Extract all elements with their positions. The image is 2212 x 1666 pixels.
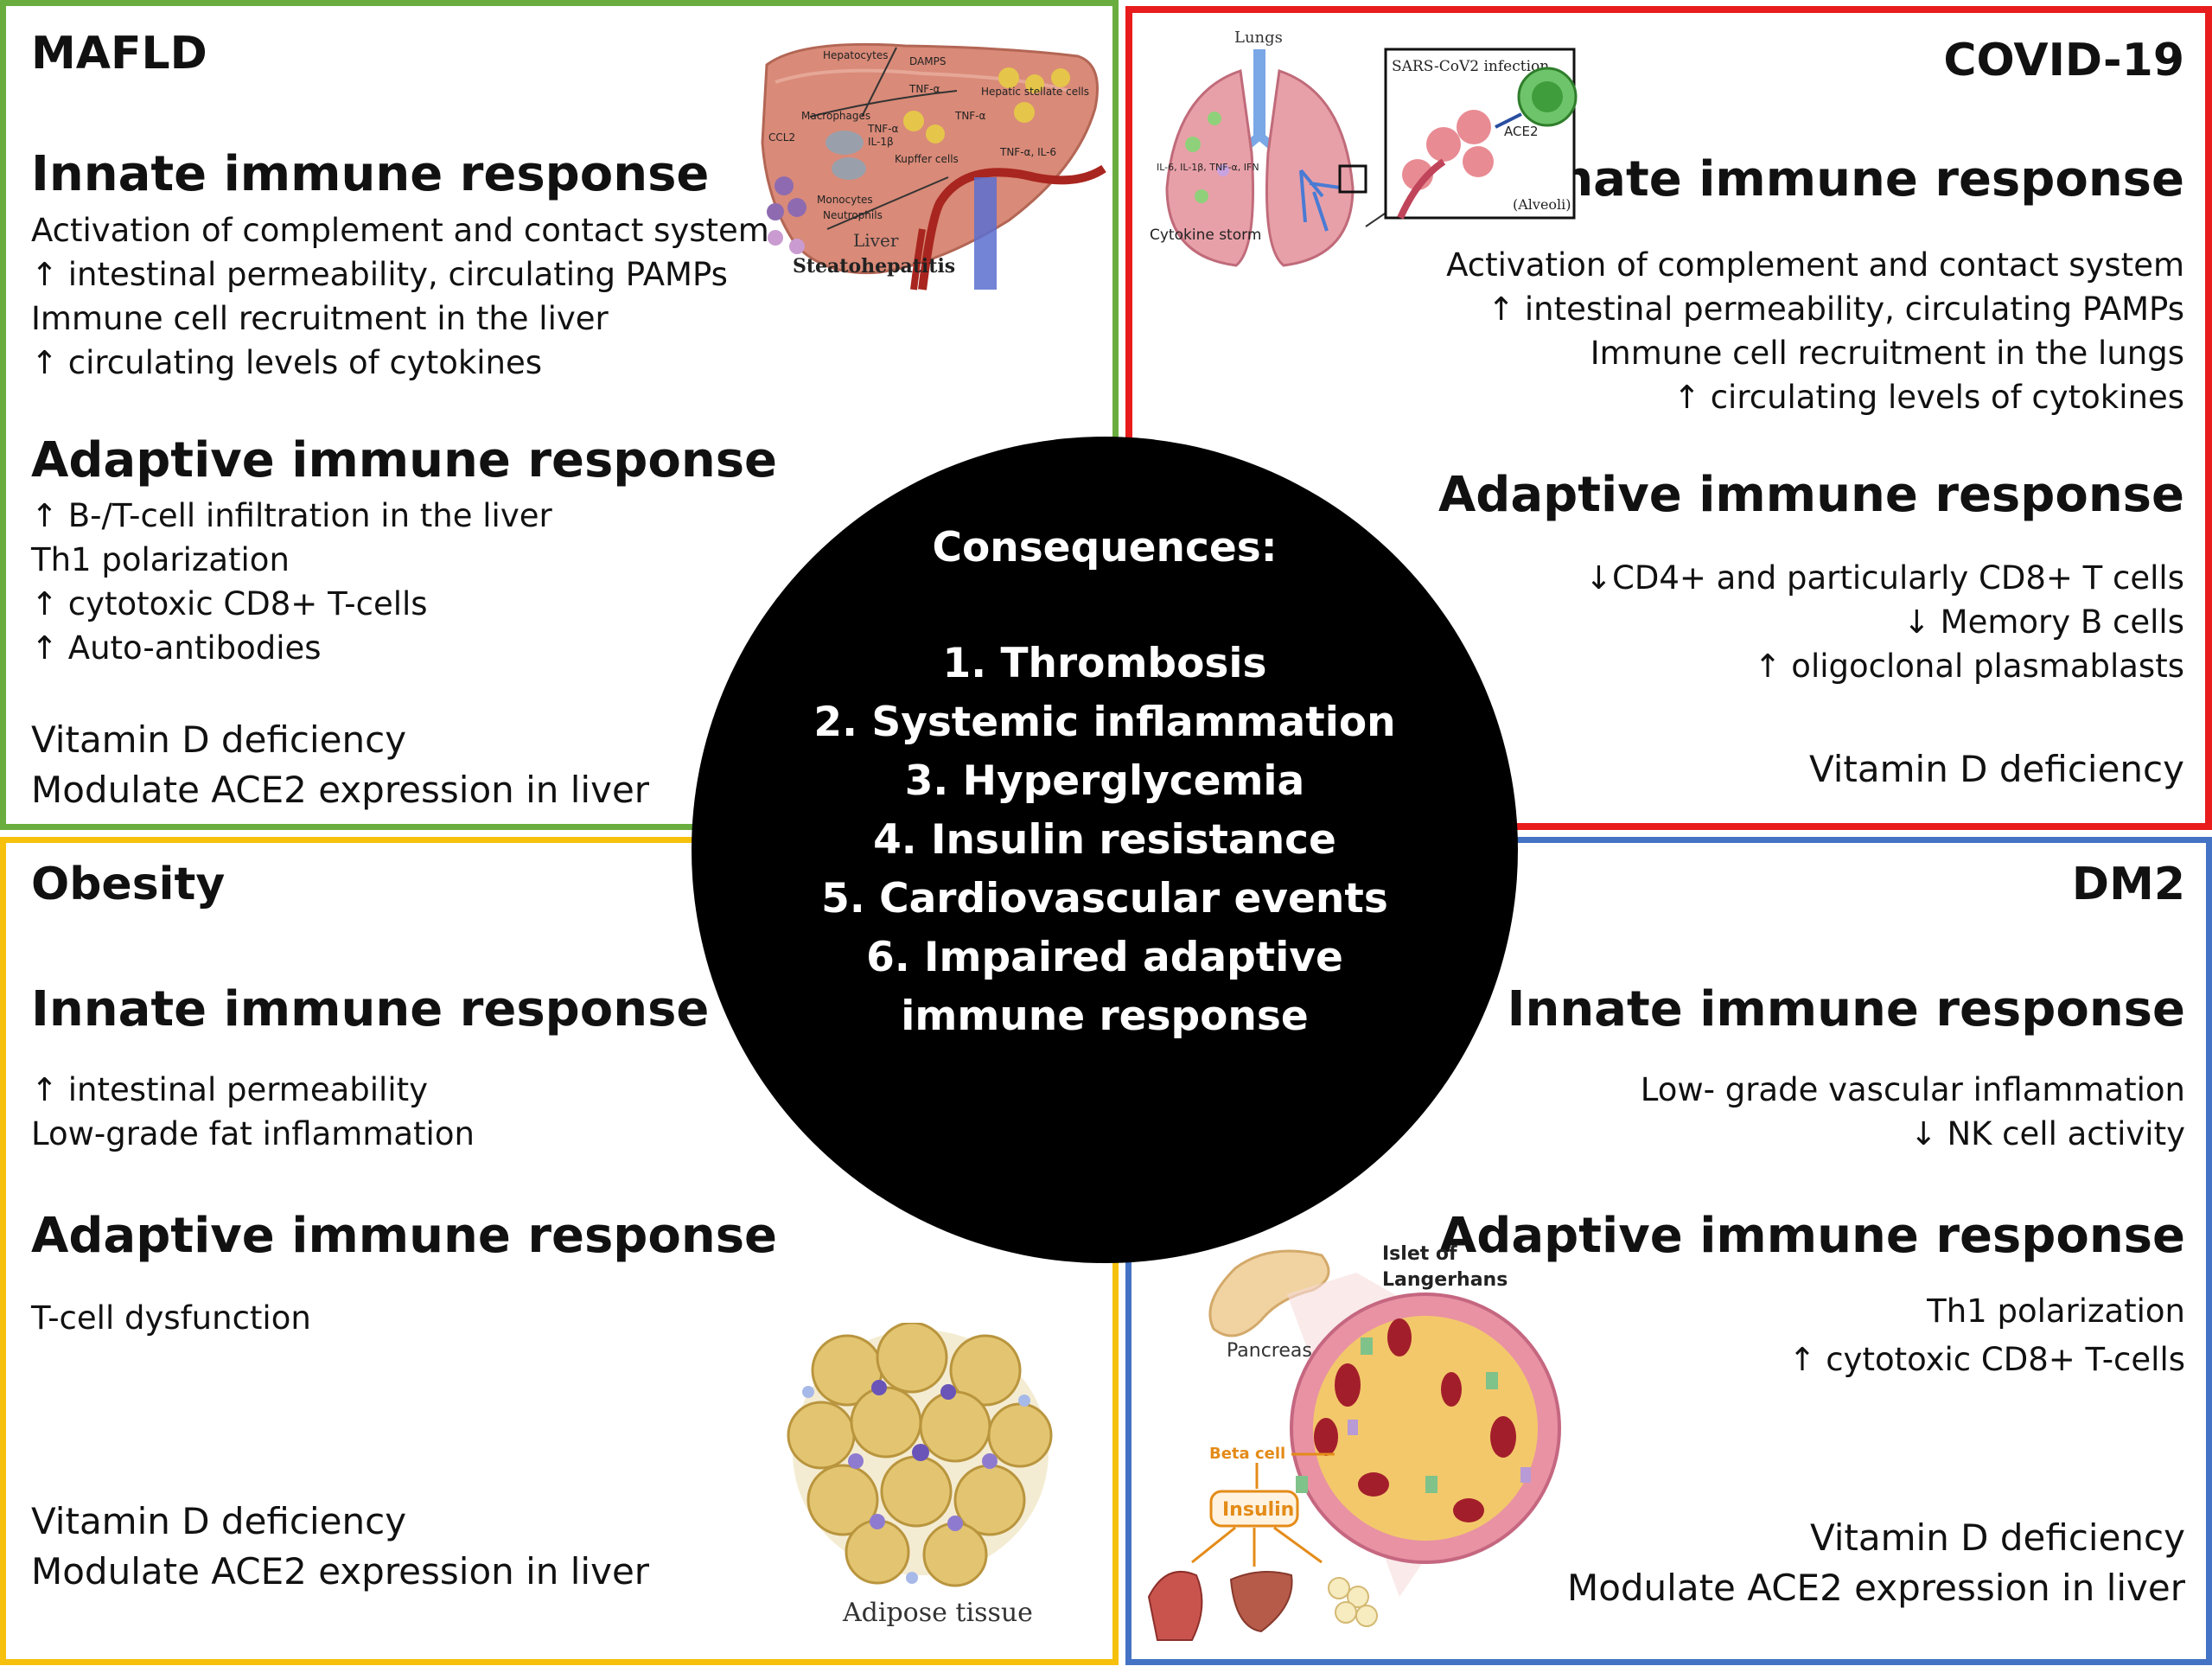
list-item: ↑ intestinal permeability, circulating P… <box>1488 290 2184 328</box>
list-item: 3. Hyperglycemia <box>904 757 1305 805</box>
list-item: 5. Cardiovascular events <box>821 875 1388 922</box>
obesity-title: Obesity <box>31 859 226 910</box>
lungs-label: Lungs <box>1234 29 1283 47</box>
list-item: Low-grade fat inflammation <box>31 1115 475 1152</box>
list-item: Vitamin D deficiency <box>31 1500 407 1542</box>
list-item: Vitamin D deficiency <box>1809 1516 2185 1559</box>
dm2-innate-heading: Innate immune response <box>1507 981 2185 1037</box>
list-item: 2. Systemic inflammation <box>813 699 1396 746</box>
consequences-text: Consequences: 1. Thrombosis 2. Systemic … <box>692 519 1518 1046</box>
islet-label-line: Islet of <box>1382 1243 1457 1265</box>
covid-innate-heading: Innate immune response <box>1506 151 2184 207</box>
covid-innate-list: Activation of complement and contact sys… <box>1446 243 2184 419</box>
covid-adaptive-heading: Adaptive immune response <box>1437 467 2184 523</box>
covid-adaptive-list: ↓CD4+ and particularly CD8+ T cells ↓ Me… <box>1585 556 2184 688</box>
list-item: Activation of complement and contact sys… <box>1446 246 2184 284</box>
mafld-panel: MAFLD Innate immune response Activation … <box>0 0 1119 830</box>
covid-extra-list: Vitamin D deficiency <box>1809 744 2184 795</box>
list-item: ↑ intestinal permeability <box>31 1071 429 1108</box>
list-item: ↑ intestinal permeability, circulating P… <box>31 256 728 293</box>
mafld-extra-list: Vitamin D deficiency Modulate ACE2 expre… <box>31 715 649 815</box>
covid-panel: COVID-19 Innate immune response Activati… <box>1125 6 2212 830</box>
monocytes-label: Monocytes <box>817 194 873 206</box>
tnf-label: TNF-α <box>908 83 940 95</box>
list-item: Vitamin D deficiency <box>31 718 407 761</box>
liver-illustration: Hepatocytes DAMPS TNF-α Hepatic stellate… <box>761 42 1106 290</box>
ace2-label: ACE2 <box>1504 124 1539 139</box>
list-item: ↑ cytotoxic CD8+ T-cells <box>31 585 428 622</box>
list-item: Th1 polarization <box>1927 1293 2185 1330</box>
dm2-panel: DM2 Innate immune response Low- grade va… <box>1125 837 2212 1665</box>
stellate-label: Hepatic stellate cells <box>981 86 1089 98</box>
pancreas-label: Pancreas <box>1227 1340 1312 1362</box>
dm2-adaptive-heading: Adaptive immune response <box>1438 1208 2185 1264</box>
list-item: Modulate ACE2 expression in liver <box>31 1550 650 1593</box>
mafld-adaptive-heading: Adaptive immune response <box>31 432 778 488</box>
adipose-illustration: Adipose tissue <box>787 1323 1053 1628</box>
obesity-innate-list: ↑ intestinal permeability Low-grade fat … <box>31 1068 475 1156</box>
tnf-il6-label: TNF-α, IL-6 <box>999 146 1056 158</box>
obesity-extra-list: Vitamin D deficiency Modulate ACE2 expre… <box>31 1497 649 1597</box>
mafld-adaptive-list: ↑ B-/T-cell infiltration in the liver Th… <box>31 494 552 670</box>
storm-label: Cytokine storm <box>1150 227 1261 244</box>
spacer <box>692 578 1518 635</box>
list-item: 1. Thrombosis <box>942 640 1267 687</box>
cytokines-label: IL-6, IL-1β, TNF-α, IFN <box>1157 162 1259 173</box>
covid-title: COVID-19 <box>1943 35 2184 86</box>
list-item: immune response <box>901 993 1309 1040</box>
list-item: 4. Insulin resistance <box>873 816 1336 864</box>
list-item: Immune cell recruitment in the liver <box>31 300 609 337</box>
tnf-label: TNF-α <box>867 123 899 135</box>
liver-label: Liver <box>853 230 899 251</box>
islet-label: Islet of Langerhans <box>1382 1243 1508 1291</box>
ccl2-label: CCL2 <box>768 131 795 144</box>
infection-label: SARS-CoV2 infection <box>1392 58 1549 75</box>
list-item: Th1 polarization <box>31 541 290 578</box>
kupffer-label: Kupffer cells <box>895 153 959 165</box>
list-item: ↑ oligoclonal plasmablasts <box>1754 648 2184 685</box>
dm2-title: DM2 <box>2071 859 2185 910</box>
il1b-label: IL-1β <box>868 136 894 148</box>
insulin-label: Insulin <box>1222 1499 1294 1521</box>
beta-cell-label: Beta cell <box>1209 1445 1285 1463</box>
hepatocytes-label: Hepatocytes <box>823 49 888 61</box>
neutrophils-label: Neutrophils <box>823 209 883 221</box>
list-item: ↑ cytotoxic CD8+ T-cells <box>1788 1341 2185 1378</box>
dm2-innate-list: Low- grade vascular inflammation ↓ NK ce… <box>1641 1068 2185 1156</box>
list-item: ↑ B-/T-cell infiltration in the liver <box>31 497 552 534</box>
obesity-innate-heading: Innate immune response <box>31 981 710 1037</box>
lungs-illustration: Lungs IL-6, IL-1β, TNF-α, IFN Cytokine s… <box>1150 29 1578 267</box>
dm2-adaptive-list: Th1 polarization ↑ cytotoxic CD8+ T-cell… <box>1788 1287 2185 1384</box>
list-item: 6. Impaired adaptive <box>866 934 1343 981</box>
list-item: ↑ circulating levels of cytokines <box>1673 379 2184 416</box>
macrophages-label: Macrophages <box>801 110 870 122</box>
list-item: Modulate ACE2 expression in liver <box>31 769 650 811</box>
mafld-innate-list: Activation of complement and contact sys… <box>31 208 769 385</box>
list-item: Low- grade vascular inflammation <box>1640 1071 2185 1108</box>
liver-caption: Steatohepatitis <box>793 255 955 278</box>
tnf-label: TNF-α <box>954 110 986 122</box>
list-item: T-cell dysfunction <box>31 1299 311 1337</box>
alveoli-label: (Alveoli) <box>1513 196 1571 213</box>
adipose-caption: Adipose tissue <box>842 1598 1033 1628</box>
mafld-title: MAFLD <box>31 28 207 80</box>
consequences-circle <box>692 437 1518 1263</box>
list-item: ↑ Auto-antibodies <box>31 629 322 667</box>
list-item: ↓ Memory B cells <box>1903 603 2184 641</box>
list-item: Modulate ACE2 expression in liver <box>1566 1567 2185 1609</box>
mafld-innate-heading: Innate immune response <box>31 146 710 202</box>
obesity-adaptive-heading: Adaptive immune response <box>31 1208 778 1264</box>
damps-label: DAMPS <box>909 55 946 67</box>
consequences-heading: Consequences: <box>932 524 1278 571</box>
list-item: Vitamin D deficiency <box>1808 748 2184 790</box>
islet-label-line: Langerhans <box>1382 1269 1508 1291</box>
list-item: ↓ NK cell activity <box>1909 1115 2185 1152</box>
dm2-extra-list: Vitamin D deficiency Modulate ACE2 expre… <box>1567 1513 2185 1613</box>
list-item: ↑ circulating levels of cytokines <box>31 344 543 381</box>
list-item: Activation of complement and contact sys… <box>31 212 769 249</box>
list-item: ↓CD4+ and particularly CD8+ T cells <box>1585 559 2184 597</box>
obesity-adaptive-list: T-cell dysfunction <box>31 1296 311 1340</box>
list-item: Immune cell recruitment in the lungs <box>1590 335 2184 372</box>
pancreas-illustration: Islet of Langerhans Pancreas Beta cell I… <box>1147 1243 1561 1641</box>
